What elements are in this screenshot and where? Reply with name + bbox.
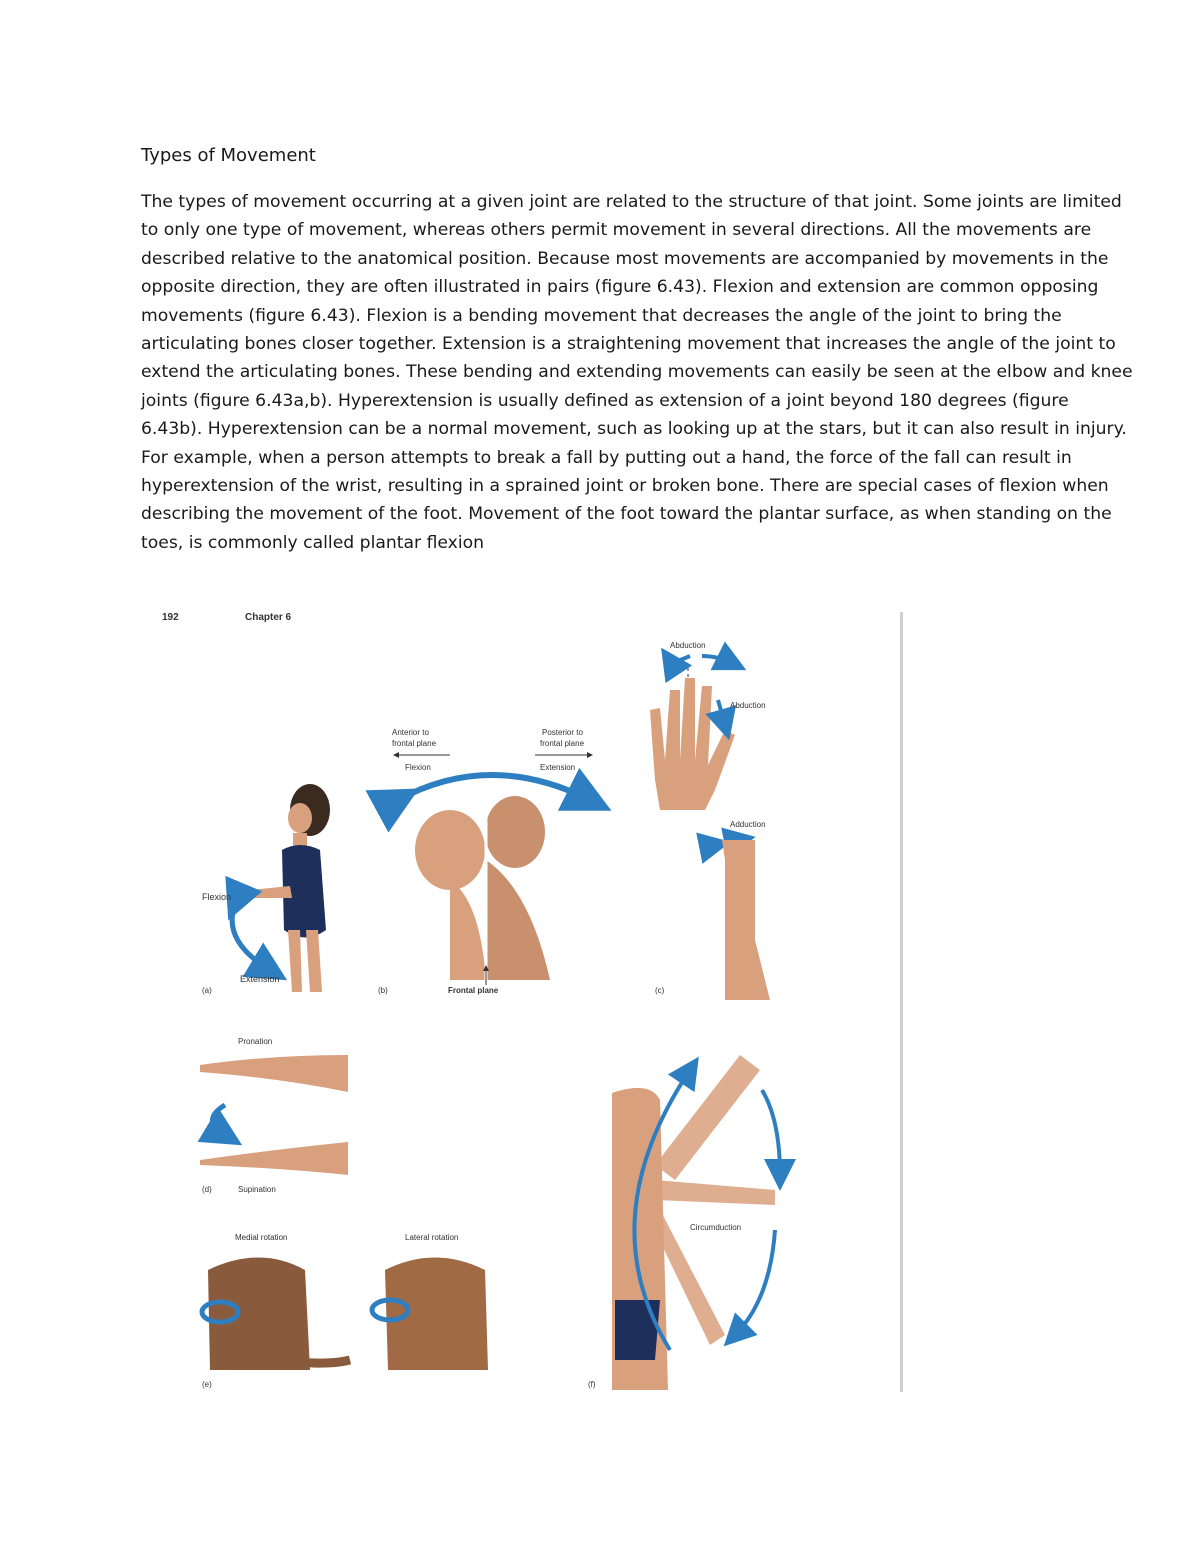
- panel-a-flexion-extension: Flexion Extension (a): [202, 784, 330, 995]
- figure-illustration: 192 Chapter 6 Flexion Extension (a) Ante…: [162, 612, 903, 1392]
- head-arc-arrow: [365, 767, 612, 833]
- label-circumduction: Circumduction: [690, 1223, 741, 1232]
- label-abduction-top: Abduction: [670, 641, 706, 650]
- label-panel-a: (a): [202, 986, 212, 995]
- label-panel-b: (b): [378, 986, 388, 995]
- label-medial-rotation: Medial rotation: [235, 1233, 287, 1242]
- torso-lateral: [385, 1257, 488, 1370]
- panel-d-forearm: Pronation Supination (d): [197, 1037, 348, 1194]
- panel-f-circumduction: Circumduction (f): [588, 1055, 796, 1390]
- arm-horizontal: [655, 1180, 775, 1205]
- figure-edge-line: [900, 612, 903, 1392]
- open-hand-shape: [650, 678, 735, 810]
- torso-medial: [208, 1257, 310, 1370]
- forearm-pronated: [200, 1055, 348, 1092]
- circ-arrow-left: [632, 1056, 699, 1352]
- label-panel-f: (f): [588, 1380, 596, 1389]
- swim-briefs: [615, 1300, 660, 1360]
- label-panel-d: (d): [202, 1185, 212, 1194]
- panel-e-rotation: Medial rotation Lateral rotation (e): [199, 1233, 488, 1389]
- forearm-shape: [250, 886, 292, 898]
- label-anterior: Anterior to: [392, 728, 429, 737]
- figure-page-number: 192: [162, 612, 179, 623]
- arm-raised: [655, 1055, 760, 1180]
- flexion-arrow: [225, 875, 288, 981]
- head-extended: [485, 796, 545, 868]
- page-title: Types of Movement: [141, 145, 316, 166]
- label-head-extension: Extension: [540, 763, 575, 772]
- closed-hand-shape: [722, 840, 770, 1000]
- body-paragraph: The types of movement occurring at a giv…: [141, 192, 1133, 553]
- arm-lowered: [645, 1200, 725, 1345]
- label-panel-e: (e): [202, 1380, 212, 1389]
- face-shape: [288, 803, 312, 833]
- label-lateral-rotation: Lateral rotation: [405, 1233, 458, 1242]
- circ-arrow-top-right: [760, 1088, 796, 1191]
- swimsuit-shape: [282, 845, 326, 938]
- circ-arrow-bottom-right: [723, 1229, 777, 1347]
- lateral-rotation-arrow: [369, 1297, 411, 1323]
- label-panel-c: (c): [655, 986, 665, 995]
- label-posterior: Posterior to: [542, 728, 583, 737]
- label-extension: Extension: [240, 974, 280, 984]
- head-flexed: [415, 810, 485, 890]
- label-anterior-2: frontal plane: [392, 739, 437, 748]
- label-abduction-side: Abduction: [730, 701, 766, 710]
- movement-figure: 192 Chapter 6 Flexion Extension (a) Ante…: [150, 600, 910, 1400]
- label-adduction: Adduction: [730, 820, 766, 829]
- label-pronation: Pronation: [238, 1037, 272, 1046]
- rotation-arrow: [197, 1102, 243, 1146]
- panel-b-head: Anterior to frontal plane Flexion Poster…: [365, 728, 612, 995]
- label-posterior-2: frontal plane: [540, 739, 585, 748]
- panel-c-hand: Abduction Abduction Adduction (c): [650, 641, 770, 1000]
- label-supination: Supination: [238, 1185, 276, 1194]
- figure-chapter: Chapter 6: [245, 612, 292, 623]
- forearm-supinated: [200, 1142, 348, 1175]
- label-frontal-plane: Frontal plane: [448, 986, 499, 995]
- label-head-flexion: Flexion: [405, 763, 431, 772]
- label-flexion: Flexion: [202, 892, 231, 902]
- medial-rotation-arrow: [199, 1299, 241, 1325]
